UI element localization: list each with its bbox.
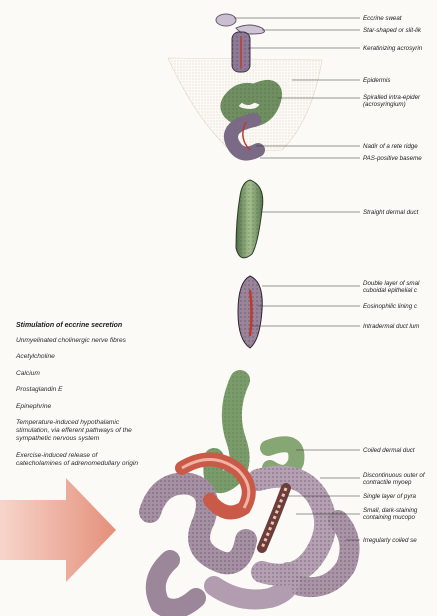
label-intradermal-lumen: Intradermal duct lum	[363, 323, 419, 330]
label-irregularly-coiled: Irregularly coiled se	[363, 537, 417, 544]
secretory-coil-mass	[150, 459, 350, 608]
label-epidermis: Epidermis	[363, 77, 391, 84]
stimulation-item: Exercise-induced release of catecholamin…	[16, 452, 141, 468]
label-double-layer: Double layer of smal cuboidal epithelial…	[363, 280, 437, 294]
eccrine-sweat-droplet	[216, 14, 236, 26]
stimulation-item: Prostaglandin E	[16, 386, 141, 394]
label-star-shaped-pore: Star-shaped or slit-lik	[363, 27, 421, 34]
label-eccrine-sweat: Eccrine sweat	[363, 15, 402, 22]
label-discontinuous-myoepithelium: Discontinuous outer of contractile myoep	[363, 472, 437, 486]
stimulation-item: Acetylcholine	[16, 353, 141, 361]
label-eosinophilic-lining: Eosinophilic lining c	[363, 303, 417, 310]
stimulation-title: Stimulation of eccrine secretion	[16, 322, 122, 329]
stimulation-item: Unmyelinated cholinergic nerve fibres	[16, 337, 141, 345]
stimulation-item: Calcium	[16, 370, 141, 378]
label-straight-dermal-duct: Straight dermal duct	[363, 209, 418, 216]
label-coiled-dermal-duct: Coiled dermal duct	[363, 447, 415, 454]
label-keratinizing-acrosyringium: Keratinizing acrosyrin	[363, 45, 422, 52]
label-pas-positive: PAS-positive baseme	[363, 155, 422, 162]
label-spiralled-duct: Spiralled intra-epider (acrosyringium)	[363, 94, 437, 108]
label-single-layer: Single layer of pyra	[363, 493, 416, 500]
stimulation-item: Temperature-induced hypothalamic stimula…	[16, 419, 141, 443]
label-small-dark-staining: Small, dark-staining containing mucopo	[363, 507, 437, 521]
label-nadir-rete-ridge: Nadir of a rete ridge	[363, 143, 418, 150]
stimulation-arrow	[0, 478, 116, 582]
stimulation-item: Epinephrine	[16, 403, 141, 411]
